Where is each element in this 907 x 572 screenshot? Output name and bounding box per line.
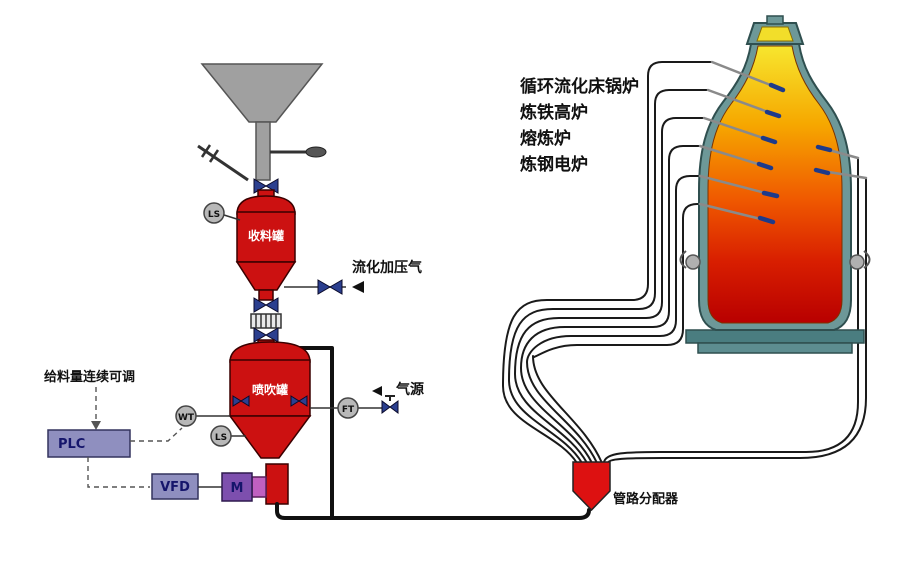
furnace-base-upper xyxy=(685,329,865,344)
lance-tip xyxy=(768,82,786,93)
gas-source-line: FT 气源 xyxy=(310,381,424,419)
level-sensor-bottom: LS xyxy=(210,425,246,447)
furnace xyxy=(679,15,871,354)
application-label-1: 循环流化床锅炉 xyxy=(520,76,639,97)
feed-hopper xyxy=(197,63,327,182)
fluidizing-gas-valve xyxy=(329,279,343,295)
ls-top-label: LS xyxy=(208,210,220,220)
wrap-pipe-right-1 xyxy=(603,157,859,464)
flange xyxy=(208,149,220,163)
feed-note-label: 给料量连续可调 xyxy=(44,369,135,385)
flow-arrow xyxy=(372,386,382,396)
furnace-interior xyxy=(707,45,843,324)
pipe-bundle xyxy=(502,61,867,464)
ls-bottom-label: LS xyxy=(215,433,227,443)
lance-tip xyxy=(815,144,833,153)
motor-box xyxy=(221,472,253,502)
motor-label: M xyxy=(231,481,244,496)
injection-tank: 喷吹罐 xyxy=(228,339,312,459)
hopper-funnel xyxy=(200,63,324,123)
gas-source-valve xyxy=(381,395,399,414)
injection-lances xyxy=(698,60,786,225)
lance-tip xyxy=(764,109,782,119)
furnace-base-lower xyxy=(697,342,853,354)
slanted-inlet-pipe xyxy=(197,144,249,182)
fluidizing-gas-valve xyxy=(317,279,331,295)
lance-tip xyxy=(760,135,778,145)
furnace-top-knob xyxy=(766,15,784,25)
plc-box xyxy=(47,429,131,458)
weight-sensor: WT xyxy=(175,405,230,427)
trunnion-right xyxy=(849,250,871,270)
distributor-body xyxy=(572,461,611,512)
coupling xyxy=(251,476,267,498)
level-sensor-top: LS xyxy=(203,202,241,224)
conveying-pipe xyxy=(275,502,591,520)
flow-transmitter xyxy=(337,397,359,419)
flex-bellows xyxy=(250,313,282,329)
application-label-2: 炼铁高炉 xyxy=(520,102,588,123)
gas-source-label: 气源 xyxy=(395,381,424,398)
inter-vessel-train xyxy=(250,297,282,343)
application-label-3: 熔炼炉 xyxy=(520,128,571,149)
fluidizing-gas-label: 流化加压气 xyxy=(352,259,422,276)
handwheel xyxy=(305,146,327,158)
flow-arrow xyxy=(352,281,364,293)
lance-tip xyxy=(756,161,774,171)
pressurization-pipe xyxy=(298,346,334,518)
lance-tip xyxy=(813,167,831,176)
plc-label: PLC xyxy=(58,437,85,452)
injection-tank-label: 喷吹罐 xyxy=(252,382,288,397)
control-system: 给料量连续可调 PLC VFD xyxy=(44,369,222,500)
rotary-feeder xyxy=(265,463,289,505)
trunnion-left xyxy=(679,250,701,270)
pipe-distributor: 管路分配器 xyxy=(572,461,679,512)
lance-tip xyxy=(757,215,776,225)
wt-label: WT xyxy=(178,413,195,423)
fluidizing-gas-line: 流化加压气 xyxy=(284,259,422,295)
fluidizing-nozzle-right xyxy=(290,395,308,407)
hopper-neck xyxy=(255,121,271,181)
fluidizing-nozzle-left xyxy=(232,395,250,407)
flange xyxy=(200,144,212,158)
slide-gate-valve xyxy=(270,146,327,158)
furnace-throat-glow xyxy=(756,26,794,42)
injection-lances-right xyxy=(813,144,868,180)
application-labels: 循环流化床锅炉 炼铁高炉 熔炼炉 炼钢电炉 xyxy=(520,76,639,175)
receiving-tank: 收料罐 xyxy=(235,189,297,301)
lance-tip xyxy=(761,190,780,199)
wrap-pipe-right-2 xyxy=(607,177,867,464)
vfd-label: VFD xyxy=(160,480,190,495)
ft-label: FT xyxy=(342,405,355,415)
receiving-tank-label: 收料罐 xyxy=(248,228,284,243)
distributor-label: 管路分配器 xyxy=(613,491,679,507)
application-label-4: 炼钢电炉 xyxy=(520,154,588,175)
arrow-down xyxy=(91,421,101,430)
rotary-feeder-assembly: M xyxy=(221,463,289,505)
